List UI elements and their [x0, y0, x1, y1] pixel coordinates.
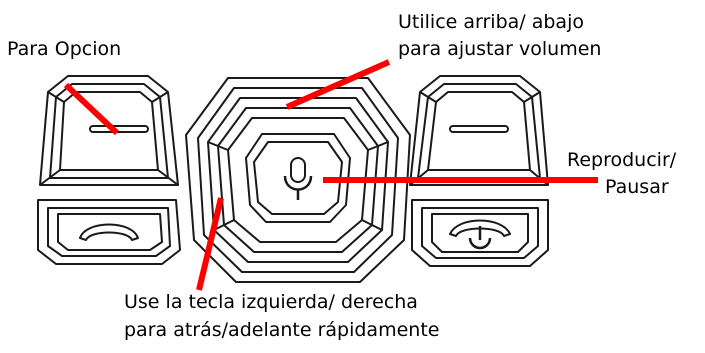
label-play-line1: Reproducir/	[567, 149, 677, 171]
pointer-option	[63, 82, 120, 136]
microphone-icon	[283, 157, 313, 200]
pointer-seek	[196, 197, 224, 291]
dash-icon	[449, 125, 509, 133]
label-seek-line1: Use la tecla izquierda/ derecha	[124, 291, 418, 313]
pointer-volume	[285, 59, 391, 110]
label-volume-line2: para ajustar volumen	[398, 38, 602, 60]
label-seek-line2: para atrás/adelante rápidamente	[124, 319, 440, 341]
pointer-lines	[63, 59, 598, 291]
label-option: Para Opcion	[7, 38, 122, 60]
label-play-line2: Pausar	[605, 176, 669, 198]
label-volume-line1: Utilice arriba/ abajo	[398, 11, 584, 33]
dash-icon	[89, 125, 149, 133]
end-call-power-icon	[449, 219, 511, 250]
call-icon	[79, 223, 139, 241]
